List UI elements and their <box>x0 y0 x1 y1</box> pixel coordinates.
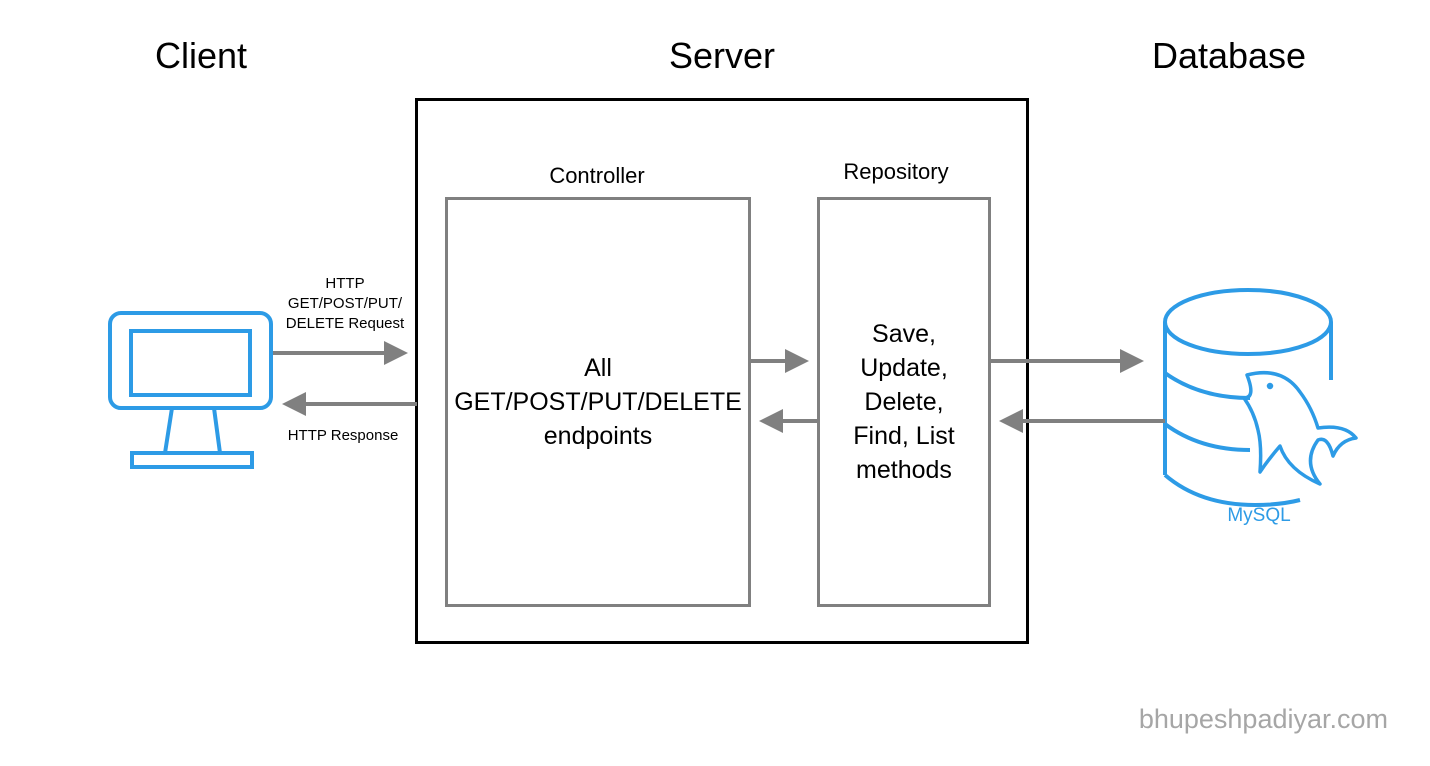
repository-box: Save, Update, Delete, Find, List methods <box>817 197 991 607</box>
repository-body-line: Save, <box>872 320 936 348</box>
database-cylinder-icon <box>1163 288 1333 508</box>
http-request-label-line: HTTP <box>325 275 365 292</box>
http-request-label-line: DELETE Request <box>285 315 405 332</box>
controller-body-line: All <box>584 354 612 382</box>
repository-body-line: Delete, <box>864 388 944 416</box>
database-title: Database <box>1151 35 1307 76</box>
controller-label: Controller <box>549 163 645 188</box>
http-request-label-line: GET/POST/PUT/ <box>287 295 403 312</box>
mysql-label: MySQL <box>1227 505 1291 526</box>
mysql-dolphin-icon <box>1242 370 1358 486</box>
client-title: Client <box>154 35 248 76</box>
controller-box: All GET/POST/PUT/DELETE endpoints <box>445 197 751 607</box>
server-title: Server <box>668 35 776 76</box>
http-request-label: HTTP GET/POST/PUT/ DELETE Request <box>286 274 404 334</box>
repository-body-line: Find, List <box>853 422 955 450</box>
desktop-monitor-icon <box>108 311 273 469</box>
repository-body-line: Update, <box>860 354 948 382</box>
controller-body-line: endpoints <box>543 422 653 450</box>
server-box <box>415 98 1029 644</box>
repository-label: Repository <box>843 159 949 184</box>
repository-body-line: methods <box>856 456 952 484</box>
http-response-label: HTTP Response <box>287 427 399 444</box>
controller-body: All GET/POST/PUT/DELETE endpoints <box>454 351 742 453</box>
repository-body: Save, Update, Delete, Find, List methods <box>853 317 954 487</box>
watermark: bhupeshpadiyar.com <box>1138 704 1388 734</box>
controller-body-line: GET/POST/PUT/DELETE <box>454 388 742 416</box>
